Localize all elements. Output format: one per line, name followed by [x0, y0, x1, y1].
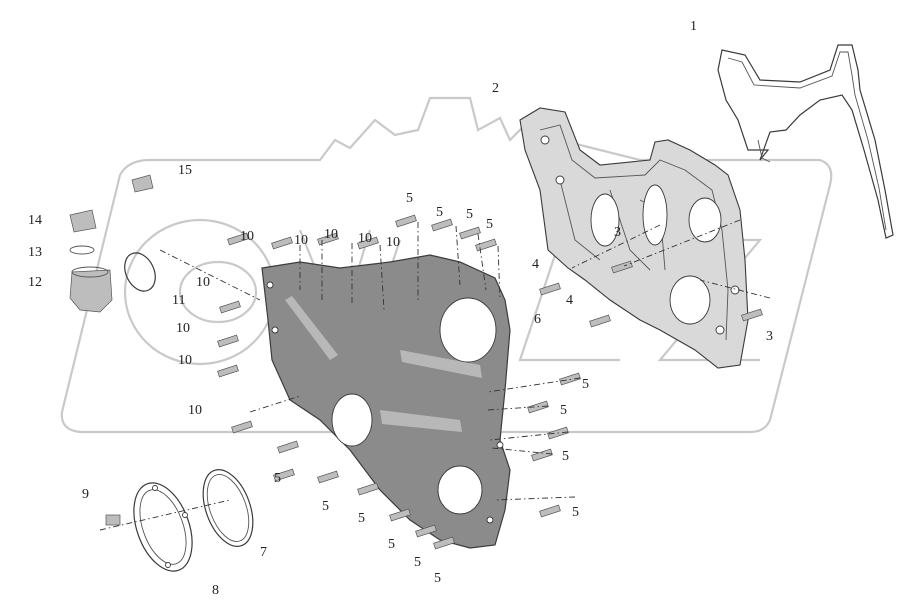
callout-3b: 3 — [766, 329, 773, 344]
callout-15: 15 — [178, 163, 192, 178]
callout-5: 5 — [388, 537, 395, 552]
plug-part-15 — [131, 174, 154, 193]
callout-10: 10 — [196, 275, 210, 290]
callout-5: 5 — [322, 499, 329, 514]
callout-9: 9 — [82, 487, 89, 502]
assembly-lines — [99, 219, 771, 531]
callout-7: 7 — [260, 545, 267, 560]
callout-12: 12 — [28, 275, 42, 290]
callout-14: 14 — [28, 213, 42, 228]
cap-part-14 — [69, 209, 97, 233]
callout-5: 5 — [358, 511, 365, 526]
callout-5: 5 — [560, 403, 567, 418]
gasket-part-1 — [717, 44, 894, 239]
callout-10: 10 — [240, 229, 254, 244]
callout-5: 5 — [274, 471, 281, 486]
seal-ring-part-7 — [202, 469, 254, 547]
callout-11: 11 — [172, 293, 185, 308]
callout-8: 8 — [212, 583, 219, 598]
callout-5: 5 — [572, 505, 579, 520]
callout-6: 6 — [534, 312, 541, 327]
washer-part-13 — [69, 245, 95, 255]
callout-5: 5 — [436, 205, 443, 220]
callout-5: 5 — [562, 449, 569, 464]
callout-13: 13 — [28, 245, 42, 260]
callout-1: 1 — [690, 19, 697, 34]
ring-part-11 — [124, 252, 156, 292]
front-plate-part-6 — [261, 254, 511, 549]
callout-5: 5 — [414, 555, 421, 570]
callout-10: 10 — [386, 235, 400, 250]
callout-10: 10 — [178, 353, 192, 368]
callout-4b: 4 — [566, 293, 573, 308]
callout-2: 2 — [492, 81, 499, 96]
callout-4a: 4 — [532, 257, 539, 272]
callout-5: 5 — [486, 217, 493, 232]
retainer-part-8 — [133, 482, 193, 572]
callout-labels: 1 2 3 3 4 4 5 5 5 5 5 5 5 5 5 5 5 5 5 5 … — [28, 19, 773, 598]
callout-5: 5 — [406, 191, 413, 206]
callout-3a: 3 — [614, 225, 621, 240]
callout-10: 10 — [294, 233, 308, 248]
bolt-group — [105, 214, 763, 550]
callout-5: 5 — [434, 571, 441, 586]
callout-10: 10 — [324, 227, 338, 242]
callout-5: 5 — [582, 377, 589, 392]
callout-10: 10 — [358, 231, 372, 246]
callout-10: 10 — [176, 321, 190, 336]
callout-10: 10 — [188, 403, 202, 418]
callout-5: 5 — [466, 207, 473, 222]
breather-part-12 — [69, 266, 113, 313]
